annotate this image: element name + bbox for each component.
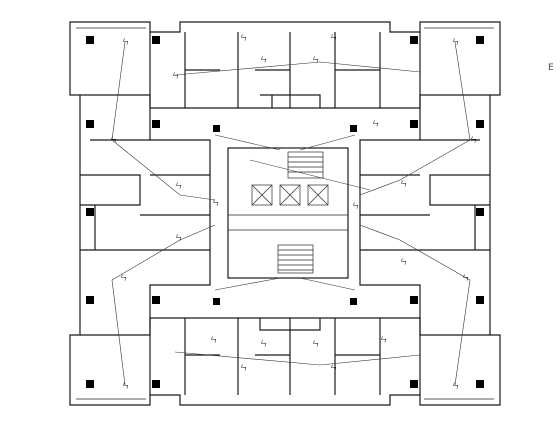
- wire-symbol: ㄣ: [380, 336, 387, 344]
- wiring-lines: [111, 41, 471, 386]
- wire-symbol: ㄣ: [120, 274, 127, 282]
- wire-symbol: ㄣ: [122, 382, 129, 390]
- wire-symbol: ㄣ: [210, 336, 217, 344]
- wire-symbol: ㄣ: [330, 364, 337, 372]
- right-room-walls: [359, 94, 490, 336]
- wire-symbol: ㄣ: [400, 180, 407, 188]
- top-room-walls: [149, 32, 421, 109]
- wire-symbol: ㄣ: [312, 56, 319, 64]
- inner-outline: [76, 27, 494, 400]
- wire-symbol: ㄣ: [110, 136, 117, 144]
- wire-symbol: ㄣ: [312, 340, 319, 348]
- corner-label: E: [548, 63, 554, 73]
- wire-symbol: ㄣ: [452, 382, 459, 390]
- wire-symbols: ㄣ ㄣ ㄣ ㄣ ㄣ ㄣ ㄣ ㄣ ㄣ ㄣ ㄣ ㄣ ㄣ ㄣ ㄣ ㄣ ㄣ ㄣ ㄣ ㄣ …: [110, 34, 477, 390]
- wire-symbol: ㄣ: [175, 234, 182, 242]
- wire-symbol: ㄣ: [400, 258, 407, 266]
- wire-symbol: ㄣ: [462, 274, 469, 282]
- building-outline: [69, 21, 501, 406]
- wire-symbol: ㄣ: [470, 136, 477, 144]
- wire-symbol: ㄣ: [122, 38, 129, 46]
- wire-symbol: ㄣ: [172, 72, 179, 80]
- wire-symbol: ㄣ: [352, 202, 359, 210]
- wire-symbol: ㄣ: [240, 34, 247, 42]
- central-core: [227, 147, 349, 279]
- wire-symbol: ㄣ: [330, 34, 337, 42]
- wire-symbol: ㄣ: [212, 199, 219, 207]
- left-room-walls: [80, 94, 211, 336]
- wire-symbol: ㄣ: [175, 182, 182, 190]
- wire-symbol: ㄣ: [372, 120, 379, 128]
- wire-symbol: ㄣ: [260, 340, 267, 348]
- wire-symbol: ㄣ: [452, 38, 459, 46]
- bottom-room-walls: [149, 317, 421, 395]
- wire-symbol: ㄣ: [260, 56, 267, 64]
- structural-columns: [86, 36, 484, 388]
- wire-symbol: ㄣ: [240, 364, 247, 372]
